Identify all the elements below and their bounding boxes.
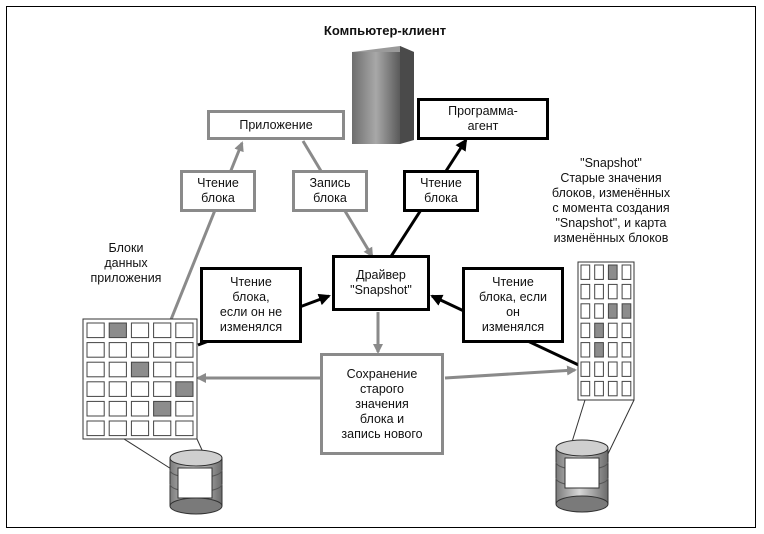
changed-block-cell (130, 361, 150, 378)
database-icon (169, 449, 223, 515)
block-cell (607, 361, 618, 377)
save-old-write-new-box: Сохранение старого значения блока и запи… (320, 353, 444, 455)
block-cell (580, 342, 591, 358)
block-cell (108, 361, 127, 378)
block-cell (86, 322, 105, 339)
block-cell (594, 283, 604, 300)
block-cell (175, 342, 194, 358)
block-cell (607, 283, 618, 300)
block-cell (130, 400, 150, 417)
block-cell (594, 264, 604, 280)
database-icon (555, 439, 609, 513)
block-cell (621, 264, 632, 280)
changed-block-cell (153, 400, 172, 417)
block-cell (86, 400, 105, 417)
block-cell (175, 420, 194, 437)
block-cell (153, 381, 172, 397)
server-tower-icon (352, 46, 414, 144)
block-cell (108, 342, 127, 358)
changed-block-cell (594, 322, 604, 339)
read-block-agent-box: Чтение блока (403, 170, 479, 212)
block-cell (621, 322, 632, 339)
block-cell (580, 322, 591, 339)
block-cell (607, 380, 618, 397)
read-if-unchanged-box: Чтение блока, если он не изменялся (200, 267, 302, 343)
block-cell (130, 322, 150, 339)
block-cell (153, 420, 172, 437)
read-if-changed-box: Чтение блока, если он изменялся (462, 267, 564, 343)
snapshot-driver-box: Драйвер "Snapshot" (332, 255, 430, 311)
changed-block-cell (607, 303, 618, 319)
block-cell (580, 361, 591, 377)
block-cell (130, 420, 150, 437)
changed-block-cell (108, 322, 127, 339)
block-cell (607, 342, 618, 358)
arrow-save-to-snapshot (444, 365, 577, 380)
app-data-blocks-label: Блоки данных приложения (90, 240, 162, 285)
changed-block-cell (607, 264, 618, 280)
block-cell (86, 420, 105, 437)
block-cell (621, 380, 632, 397)
block-cell (580, 264, 591, 280)
block-cell (594, 361, 604, 377)
snapshot-grid (577, 261, 635, 401)
changed-block-cell (621, 303, 632, 319)
block-cell (108, 381, 127, 397)
block-cell (86, 381, 105, 397)
block-cell (621, 361, 632, 377)
block-cell (153, 342, 172, 358)
block-cell (175, 400, 194, 417)
write-block-app-box: Запись блока (292, 170, 368, 212)
block-cell (153, 361, 172, 378)
block-cell (130, 381, 150, 397)
diagram-frame (6, 6, 756, 528)
block-cell (175, 361, 194, 378)
application-box: Приложение (207, 110, 345, 140)
block-cell (86, 361, 105, 378)
client-computer-title: Компьютер-клиент (323, 22, 447, 38)
block-cell (130, 342, 150, 358)
read-block-app-box: Чтение блока (180, 170, 256, 212)
block-cell (108, 400, 127, 417)
block-cell (580, 283, 591, 300)
block-cell (621, 342, 632, 358)
app-data-grid (82, 318, 198, 440)
agent-box: Программа- агент (417, 98, 549, 140)
block-cell (153, 322, 172, 339)
changed-block-cell (175, 381, 194, 397)
block-cell (621, 283, 632, 300)
block-cell (580, 380, 591, 397)
block-cell (580, 303, 591, 319)
block-cell (86, 342, 105, 358)
snapshot-description-label: "Snapshot" Старые значения блоков, измен… (551, 156, 671, 245)
block-cell (594, 303, 604, 319)
changed-block-cell (594, 342, 604, 358)
block-cell (594, 380, 604, 397)
block-cell (108, 420, 127, 437)
block-cell (607, 322, 618, 339)
block-cell (175, 322, 194, 339)
